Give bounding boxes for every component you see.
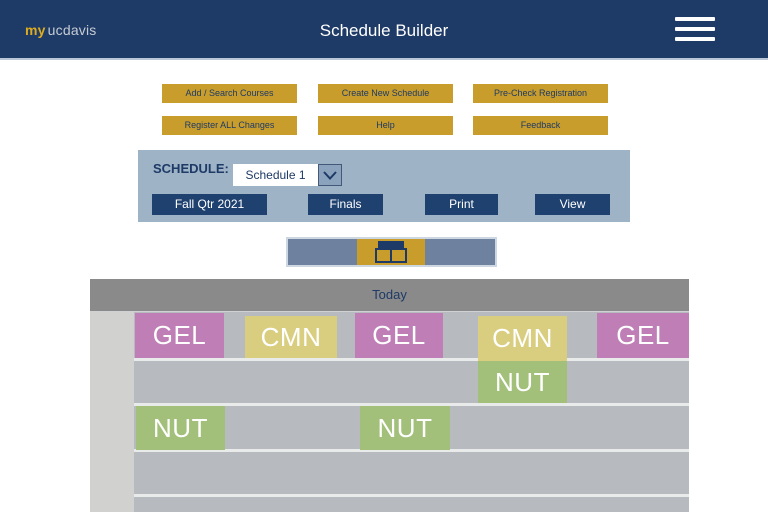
schedule-select-value: Schedule 1 [233,164,318,186]
finals-button[interactable]: Finals [308,194,383,215]
page-title: Schedule Builder [319,21,449,40]
hamburger-menu-icon[interactable] [675,17,715,41]
view-segment-left[interactable] [288,239,357,265]
term-button[interactable]: Fall Qtr 2021 [152,194,267,215]
add-search-courses-button[interactable]: Add / Search Courses [162,84,297,103]
schedule-panel: SCHEDULE: Schedule 1 Fall Qtr 2021 Final… [138,150,630,222]
course-block-nut[interactable]: NUT [360,406,450,450]
row-separator [134,449,689,452]
course-block-gel[interactable]: GEL [597,313,689,358]
course-block-cmn[interactable]: CMN [245,316,337,358]
view-switcher [286,237,497,267]
calendar-grid: GEL CMN GEL CMN GEL NUT NUT NUT [90,311,689,512]
course-block-nut[interactable]: NUT [478,361,567,403]
help-button[interactable]: Help [318,116,453,135]
view-segment-right[interactable] [425,239,495,265]
chevron-down-icon[interactable] [318,164,342,186]
feedback-button[interactable]: Feedback [473,116,608,135]
today-header: Today [90,279,689,311]
schedule-label: SCHEDULE: [153,161,229,176]
precheck-registration-button[interactable]: Pre-Check Registration [473,84,608,103]
time-gutter [90,312,134,512]
schedule-calendar: Today GEL CMN GEL CMN GEL NUT NUT NUT [90,279,689,512]
create-new-schedule-button[interactable]: Create New Schedule [318,84,453,103]
course-block-nut[interactable]: NUT [136,406,225,450]
schedule-select[interactable]: Schedule 1 [233,164,342,186]
row-separator [134,403,689,406]
logo-ucdavis: ucdavis [47,22,97,38]
row-separator [134,494,689,497]
course-block-gel[interactable]: GEL [135,313,224,358]
course-block-cmn[interactable]: CMN [478,316,567,361]
row-separator [134,358,689,361]
print-button[interactable]: Print [425,194,498,215]
course-block-gel[interactable]: GEL [355,313,443,358]
calendar-week-icon [375,241,407,263]
register-all-changes-button[interactable]: Register ALL Changes [162,116,297,135]
view-segment-calendar-active[interactable] [357,239,425,265]
logo-my: my [25,22,46,38]
view-button[interactable]: View [535,194,610,215]
